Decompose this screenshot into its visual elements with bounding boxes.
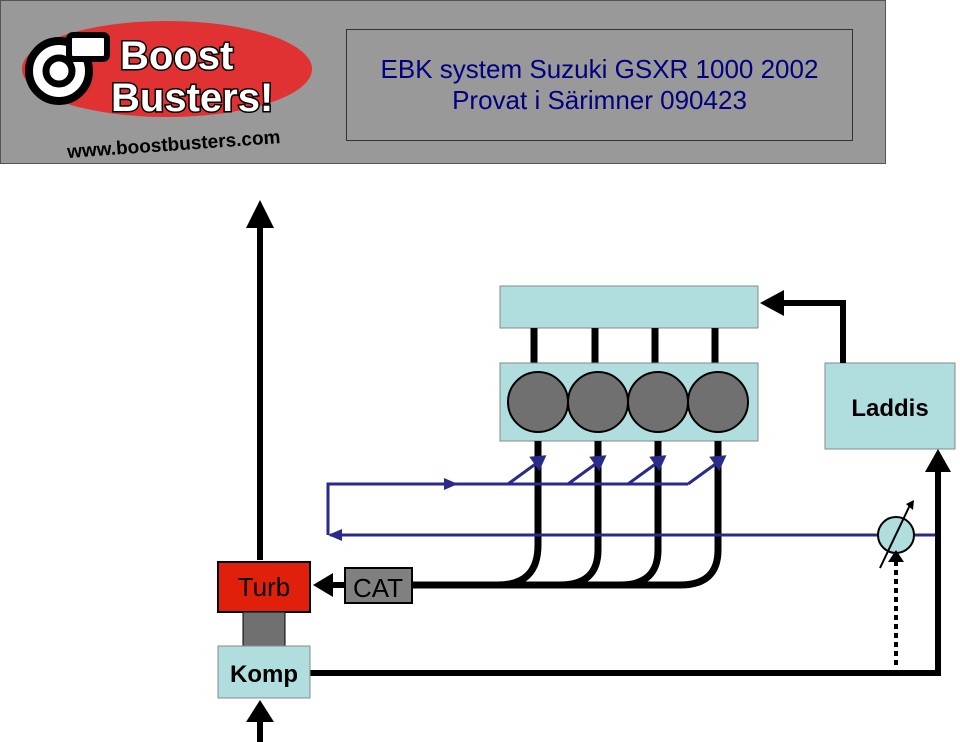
logo-text-boost: Boost — [120, 34, 233, 78]
intake-arrow — [246, 700, 274, 722]
exhaust-header — [412, 441, 542, 589]
turb-box — [217, 561, 311, 613]
logo-text-busters: Busters! — [111, 76, 273, 120]
title-box: EBK system Suzuki GSXR 1000 2002 Provat … — [346, 29, 853, 141]
page-subtitle: Provat i Särimner 090423 — [452, 85, 747, 115]
charge-pipe-to-manifold — [770, 300, 846, 363]
sensor-valve-arrow — [906, 500, 914, 510]
cat-to-turb-arrow — [313, 573, 333, 597]
turbo-shaft — [242, 611, 286, 647]
cylinder — [687, 371, 749, 433]
page-title: EBK system Suzuki GSXR 1000 2002 — [380, 54, 819, 84]
cylinder — [507, 371, 569, 433]
cylinder — [627, 371, 689, 433]
control-arrow — [328, 529, 342, 541]
control-arrow — [444, 478, 458, 490]
cat-label: CAT — [353, 573, 403, 603]
laddis-box — [824, 362, 956, 450]
pressure-signal-arrow — [888, 550, 904, 562]
laddis-label: Laddis — [851, 395, 928, 422]
sensor-valve-adjust — [879, 504, 911, 569]
turb-label: Turb — [238, 572, 291, 602]
compressor-pipe — [310, 470, 941, 676]
charge-pipe-arrow — [760, 290, 784, 316]
header-banner: Boost Busters! www.boostbusters.com EBK … — [0, 0, 886, 164]
komp-box — [217, 645, 311, 699]
boost-busters-logo: Boost Busters! www.boostbusters.com — [22, 21, 312, 163]
control-line-upper — [326, 482, 688, 535]
intake-manifold — [499, 285, 759, 329]
komp-label: Komp — [230, 661, 298, 688]
cat-box — [344, 567, 413, 604]
exhaust-up-arrow — [246, 200, 274, 228]
compressor-pipe-arrow — [925, 449, 951, 472]
cylinder — [567, 371, 629, 433]
exhaust-header — [590, 441, 722, 589]
injector-arrows — [507, 455, 727, 486]
